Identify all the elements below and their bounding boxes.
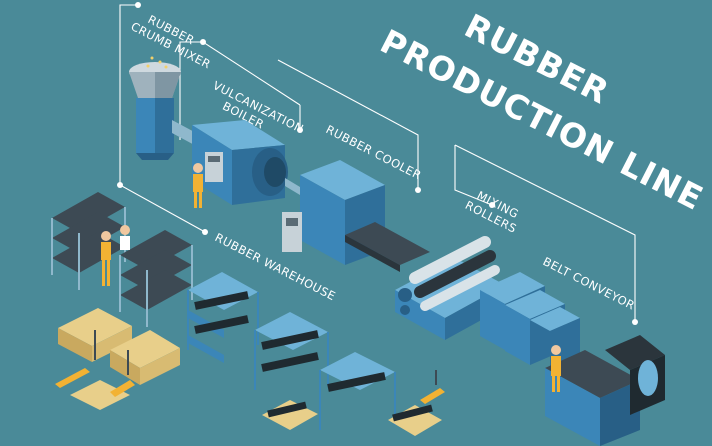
rack-left-2 — [119, 230, 193, 327]
worker-boiler — [193, 163, 203, 208]
callout-lines — [117, 2, 638, 325]
mixing-rollers — [395, 236, 505, 340]
crumb-mixer — [129, 56, 181, 160]
rack-left-1 — [51, 192, 126, 290]
pallet-jacks — [55, 330, 445, 404]
rack-rolls-2 — [254, 312, 329, 390]
belt-conveyor-machine — [480, 272, 665, 446]
worker-belt — [551, 345, 561, 392]
rack-rolls-1 — [187, 272, 259, 363]
workers-warehouse — [101, 225, 130, 286]
title-group: RUBBER PRODUCTION LINE — [374, 6, 709, 218]
vulcanization-boiler — [192, 120, 288, 205]
conveyor-segment — [345, 222, 430, 272]
rack-rolls-3 — [319, 352, 396, 430]
